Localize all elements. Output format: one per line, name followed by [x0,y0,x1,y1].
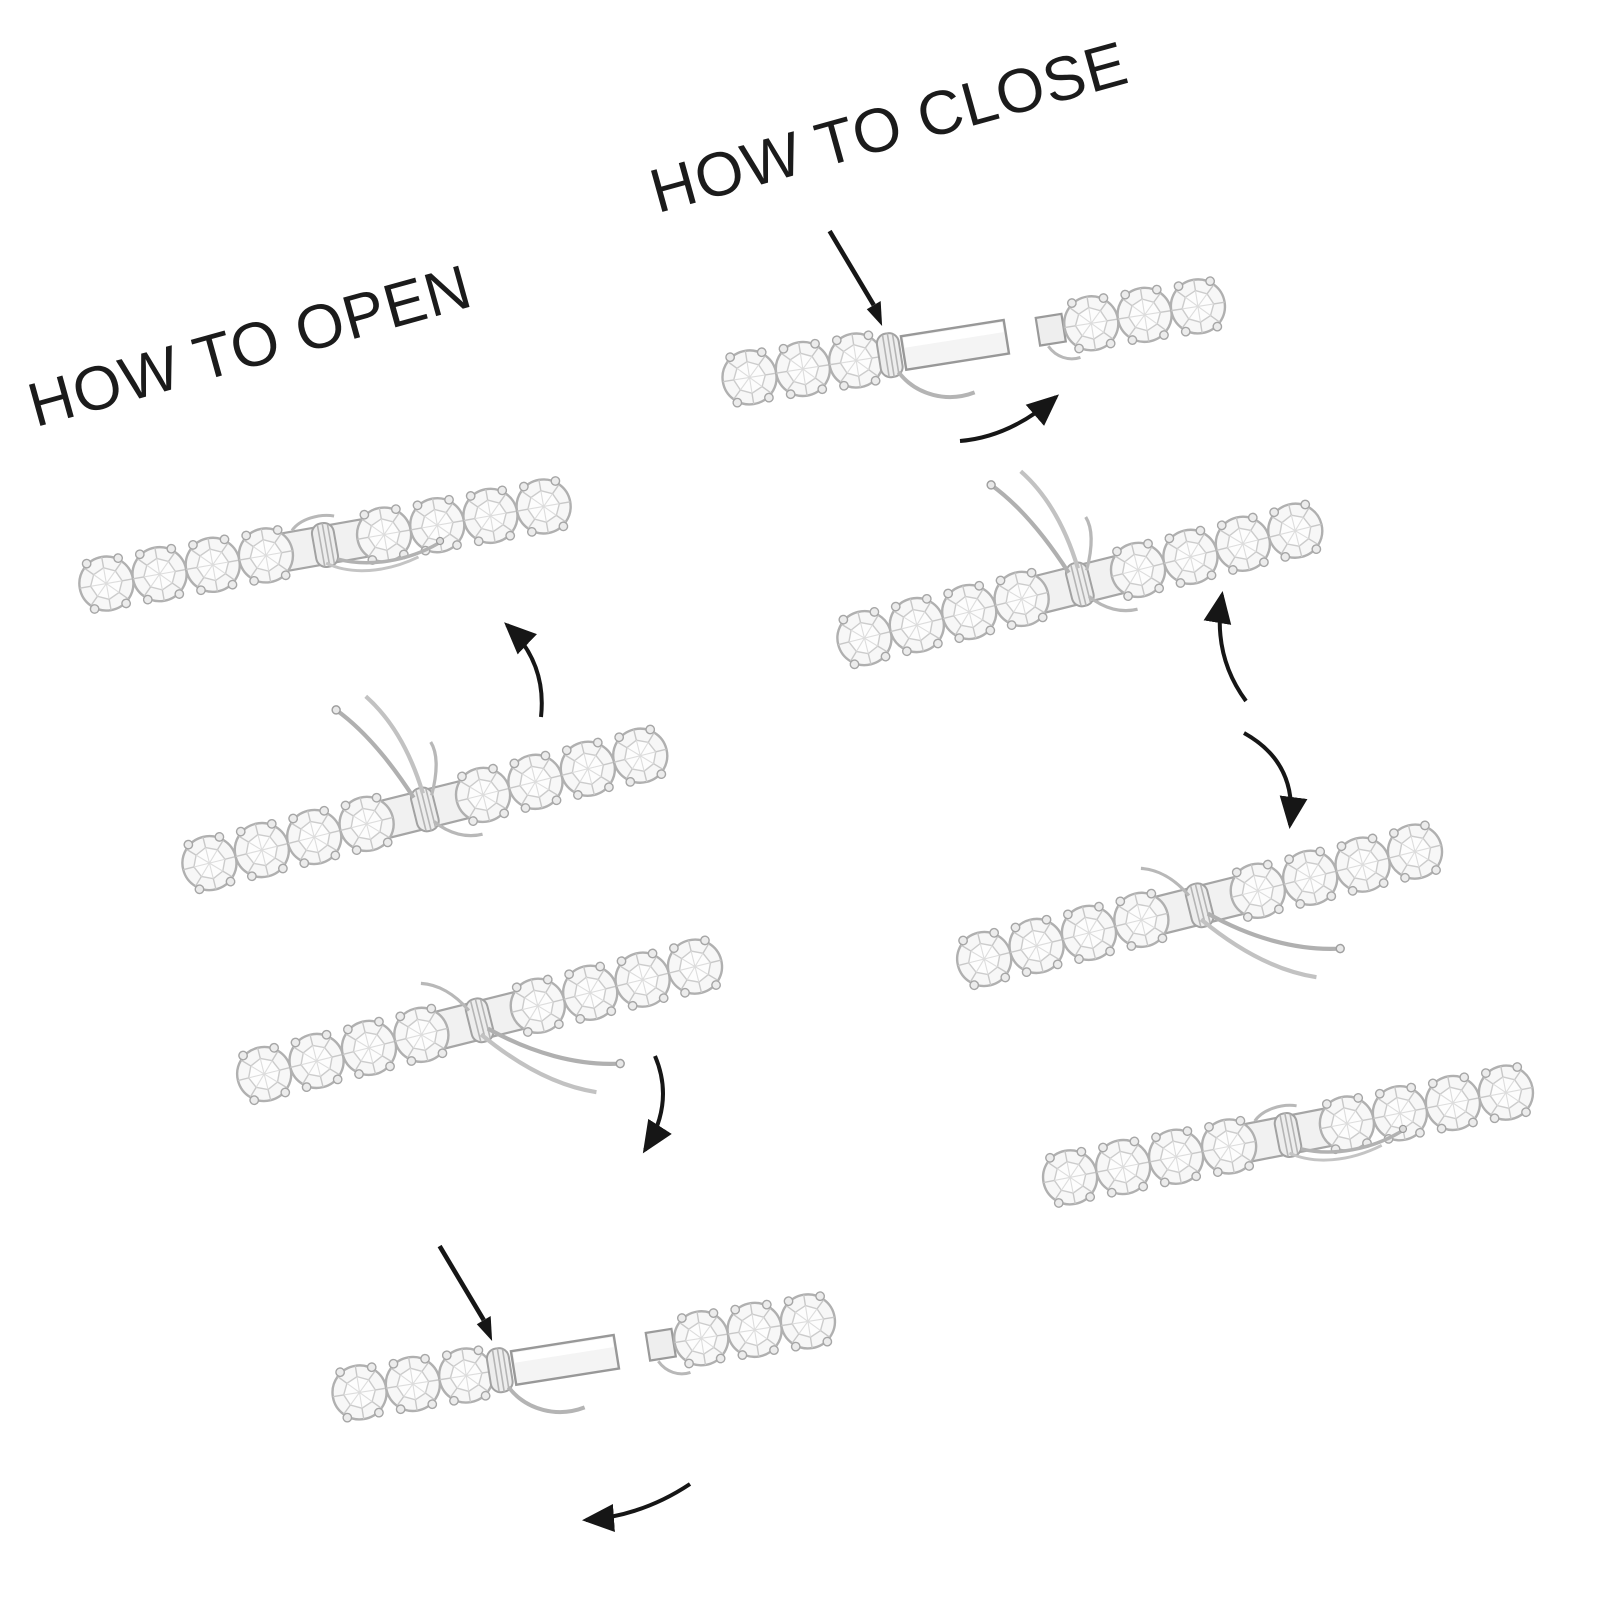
lift-latch-arrow-icon [504,622,544,718]
pull-apart-arrow-icon [582,1482,692,1532]
latch-up-arrow-icon [1203,591,1248,703]
insert-arrow-icon [959,394,1060,443]
pull-lever-arrow-icon [642,1055,672,1154]
fold-lever-arrow-icon [1243,731,1308,829]
